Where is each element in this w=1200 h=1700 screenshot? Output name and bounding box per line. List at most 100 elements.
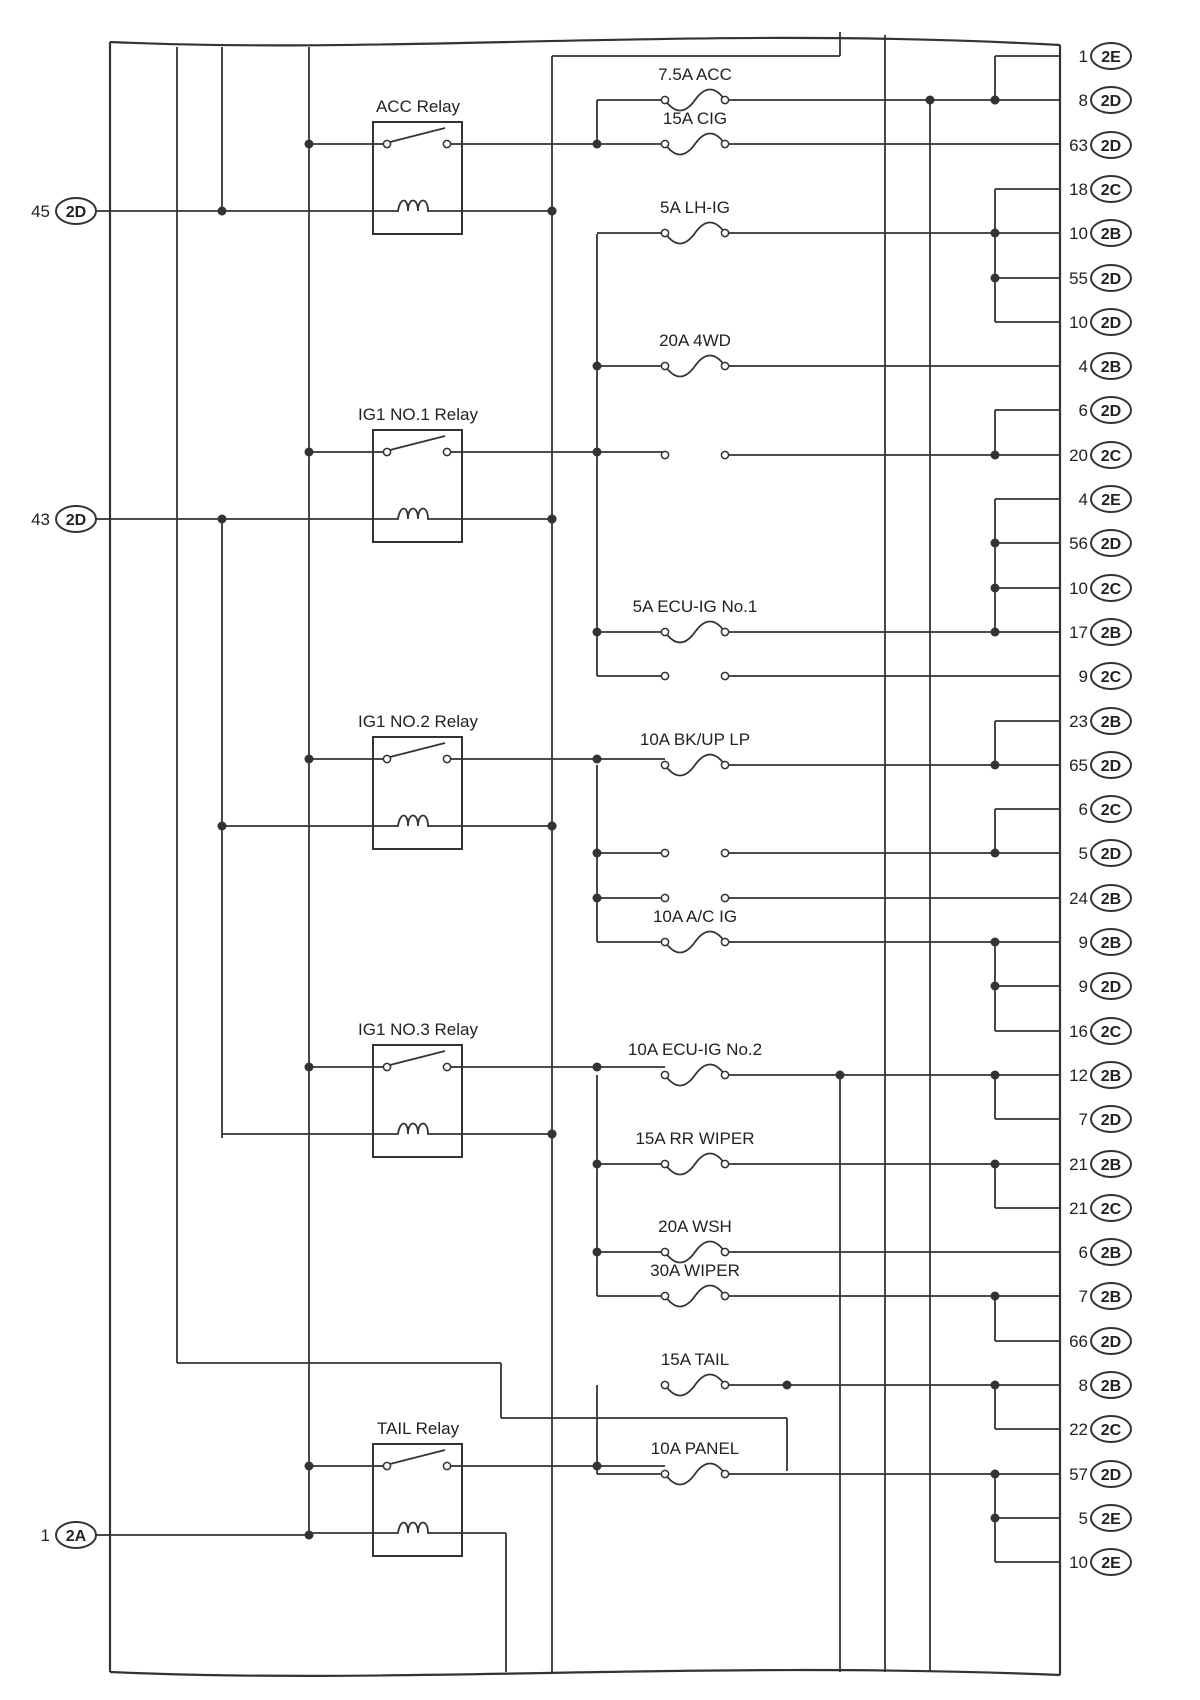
relay-box <box>372 121 463 235</box>
terminal-pin-number: 1 <box>1079 47 1088 66</box>
connector-code: 2E <box>1101 1555 1121 1572</box>
spare-contact <box>720 671 730 681</box>
relay: ACC Relay <box>372 97 463 235</box>
terminal-pin-number: 57 <box>1069 1465 1088 1484</box>
connector-badge <box>1090 662 1132 690</box>
terminal-pin-number: 7 <box>1079 1287 1088 1306</box>
fuse-label: 5A LH-IG <box>660 198 730 217</box>
fuse-label: 10A BK/UP LP <box>640 730 750 749</box>
connector-badge <box>1090 1150 1132 1178</box>
terminal-pin-number: 8 <box>1079 1376 1088 1395</box>
fuse-contact <box>720 627 730 637</box>
fuse: 10A PANEL <box>651 1439 739 1486</box>
connector-code: 2C <box>1101 1024 1122 1041</box>
spare-contact <box>720 893 730 903</box>
connector-code: 2D <box>1101 536 1121 553</box>
connector-code: 2C <box>1101 802 1122 819</box>
fuse-contact <box>660 228 670 238</box>
right-terminal: 1 2E <box>1079 42 1132 70</box>
connector-badge <box>1090 1194 1132 1222</box>
fuse: 15A CIG <box>660 109 730 156</box>
fuse-symbol <box>664 221 726 245</box>
relay: TAIL Relay <box>372 1419 463 1557</box>
relay-coil <box>373 507 462 520</box>
fuse-contact <box>720 1291 730 1301</box>
fuse-contact <box>720 361 730 371</box>
fuse-contact <box>660 1291 670 1301</box>
relay-label: IG1 NO.3 Relay <box>358 1020 478 1039</box>
connector-badge <box>1090 574 1132 602</box>
terminal-pin-number: 23 <box>1069 712 1088 731</box>
junction-dot <box>592 754 602 764</box>
junction-dot <box>990 1513 1000 1523</box>
connector-code: 2B <box>1101 1245 1121 1262</box>
connector-code: 2B <box>1101 625 1121 642</box>
connector-code: 2C <box>1101 669 1122 686</box>
connector-badge <box>55 197 97 225</box>
fuse-symbol <box>664 1373 726 1397</box>
junction-dot <box>304 1461 314 1471</box>
connector-badge <box>1090 1061 1132 1089</box>
connector-code: 2B <box>1101 226 1121 243</box>
fuse-label: 5A ECU-IG No.1 <box>633 597 758 616</box>
fuse-contact <box>720 1469 730 1479</box>
connector-badge <box>55 505 97 533</box>
right-terminal: 7 2B <box>1079 1282 1132 1310</box>
connector-code: 2B <box>1101 1289 1121 1306</box>
junction-dot <box>990 538 1000 548</box>
connector-code: 2D <box>1101 93 1121 110</box>
fuse-symbol <box>664 1284 726 1308</box>
junction-dot <box>990 95 1000 105</box>
connector-badge <box>1090 1415 1132 1443</box>
terminal-pin-number: 4 <box>1079 357 1088 376</box>
fuse-symbol <box>664 88 726 112</box>
relay-box <box>372 736 463 850</box>
internal-buses <box>176 32 931 1672</box>
relay-contact <box>382 1062 392 1072</box>
fuse-contact <box>720 937 730 947</box>
terminal-pin-number: 12 <box>1069 1066 1088 1085</box>
terminal-pin-number: 5 <box>1079 844 1088 863</box>
connector-badge <box>1090 42 1132 70</box>
terminal-pin-number: 20 <box>1069 446 1088 465</box>
fuse-symbol <box>664 1462 726 1486</box>
fuse-label: 15A TAIL <box>661 1350 729 1369</box>
junction-dot <box>592 1247 602 1257</box>
fuse: 20A 4WD <box>659 331 731 378</box>
fuse-symbol <box>664 1240 726 1264</box>
connector-code: 2D <box>1101 979 1121 996</box>
fuse-symbol <box>664 1063 726 1087</box>
junction-dot <box>990 1380 1000 1390</box>
connector-badge <box>1090 485 1132 513</box>
junction-dot <box>592 1062 602 1072</box>
junction-dot <box>990 583 1000 593</box>
relay-contact <box>442 1461 452 1471</box>
relay-box <box>372 429 463 543</box>
fuse-symbol <box>664 930 726 954</box>
junction-dot <box>990 450 1000 460</box>
connector-code: 2C <box>1101 1422 1122 1439</box>
junction-dot <box>990 1070 1000 1080</box>
connector-code: 2D <box>66 512 86 529</box>
relay-label: IG1 NO.2 Relay <box>358 712 478 731</box>
connector-code: 2D <box>1101 138 1121 155</box>
fuse: 5A LH-IG <box>660 198 730 245</box>
junction-dot <box>547 1129 557 1139</box>
relay-contact <box>382 1461 392 1471</box>
terminal-pin-number: 66 <box>1069 1332 1088 1351</box>
junction-dot <box>990 760 1000 770</box>
junction-dot <box>592 893 602 903</box>
relay-contact <box>382 139 392 149</box>
connector-code: 2E <box>1101 49 1121 66</box>
connector-code: 2C <box>1101 581 1122 598</box>
terminal-pin-number: 6 <box>1079 800 1088 819</box>
junction-dot <box>592 139 602 149</box>
terminal-pin-number: 55 <box>1069 269 1088 288</box>
terminal-pin-number: 6 <box>1079 1243 1088 1262</box>
